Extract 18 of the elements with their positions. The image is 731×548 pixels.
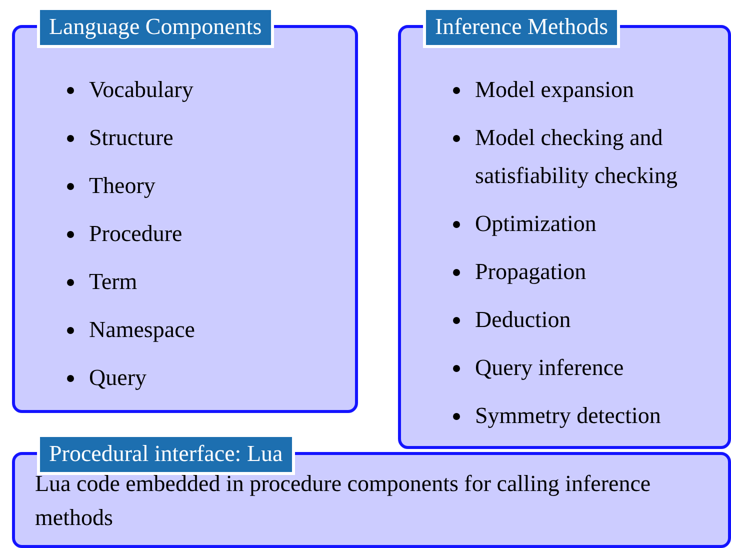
list-item-text: Query bbox=[89, 365, 146, 390]
panel-heading: Inference Methods bbox=[426, 10, 618, 45]
list-item-text: Vocabulary bbox=[89, 77, 194, 102]
list-item-text: Procedure bbox=[89, 221, 182, 246]
list-item-text: Theory bbox=[89, 173, 156, 198]
list-item-text: Model expansion bbox=[475, 77, 634, 102]
list-item-text: Namespace bbox=[89, 317, 195, 342]
list-item-text: Query inference bbox=[475, 355, 624, 380]
list-item-text: Structure bbox=[89, 125, 174, 150]
panel-heading: Language Components bbox=[40, 10, 271, 45]
list-item-text: Symmetry detection bbox=[475, 403, 661, 428]
description-text: Lua code embedded in procedure components for calling inference methods bbox=[35, 470, 652, 532]
list-item-text: Deduction bbox=[475, 307, 571, 332]
list-item-text: Optimization bbox=[475, 211, 596, 236]
list-item-text: Term bbox=[89, 269, 138, 294]
list-item-text: Model checking and satisfiability checking bbox=[475, 125, 678, 188]
list-item-text: Propagation bbox=[475, 259, 586, 284]
panel-heading: Procedural interface: Lua bbox=[40, 437, 292, 472]
